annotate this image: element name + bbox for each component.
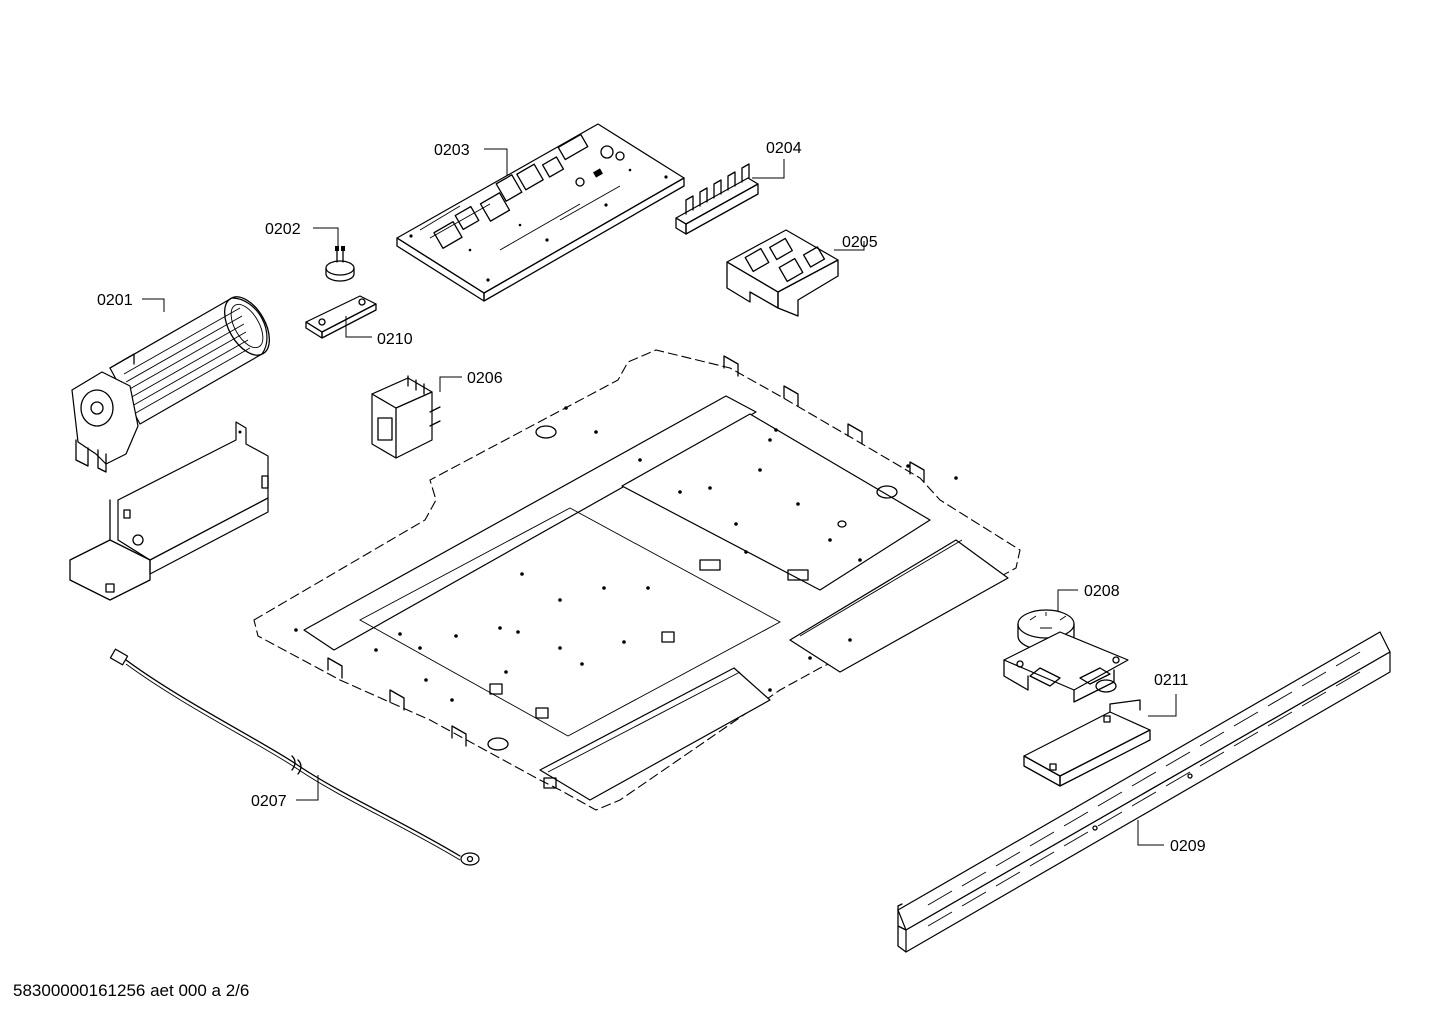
part-0210-bracket (305, 295, 377, 339)
label-0204: 0204 (766, 140, 802, 157)
label-0207: 0207 (251, 793, 287, 810)
document-id-footer: 58300000161256 aet 000 a 2/6 (13, 981, 250, 1000)
label-0203: 0203 (434, 142, 470, 159)
label-0206: 0206 (467, 370, 503, 387)
part-0211-bracket (1023, 699, 1151, 787)
part-0208-motor (1003, 609, 1129, 703)
label-0209: 0209 (1170, 838, 1206, 855)
part-0204-connector (675, 163, 759, 235)
label-0210: 0210 (377, 331, 413, 348)
part-side-plate (69, 421, 269, 601)
part-0207-cable (109, 648, 480, 866)
leader-lines (142, 148, 1177, 846)
part-0209-rail (897, 631, 1391, 953)
part-0205-housing (726, 229, 839, 317)
part-0203-control-board (396, 123, 685, 302)
part-0206-transformer (371, 375, 441, 459)
label-0201: 0201 (97, 292, 133, 309)
part-labels: 0201 0202 0203 0204 0205 0206 0207 0208 … (97, 140, 1206, 855)
part-0202-thermostat (325, 246, 355, 282)
label-0202: 0202 (265, 221, 301, 238)
part-base-plate (253, 349, 1021, 811)
label-0211: 0211 (1154, 672, 1189, 689)
label-0205: 0205 (842, 234, 878, 251)
label-0208: 0208 (1084, 583, 1120, 600)
part-0201-tangential-fan (71, 296, 270, 473)
